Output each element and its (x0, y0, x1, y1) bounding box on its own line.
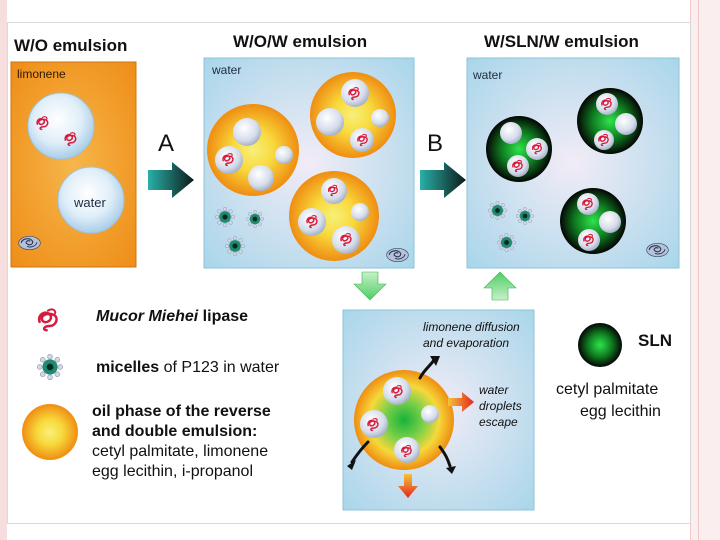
oil-phase-legend-line1: oil phase of the reverse (92, 403, 271, 420)
micelles-legend-label: micelles of P123 in water (96, 359, 279, 377)
lipase-name-italic: Mucor Miehei (96, 308, 199, 325)
oil-phase-legend-line4: egg lecithin, i-propanol (92, 463, 253, 480)
micelle-icon (225, 236, 245, 256)
water-escape-label-line2: droplets (479, 399, 522, 413)
stirrer-icon (18, 235, 41, 251)
micelles-name-strong: micelles (96, 359, 160, 376)
sln-legend-line1: cetyl palmitate (556, 381, 659, 398)
limonene-label: limonene (17, 67, 66, 81)
process-droplet (354, 370, 454, 470)
slide-right-border-line (698, 0, 699, 540)
wsln-panel-title: W/SLN/W emulsion (484, 32, 639, 51)
diffusion-label-line1: limonene diffusion (423, 320, 520, 334)
micelle-icon (246, 210, 264, 228)
oil-phase-legend-line3: cetyl palmitate, limonene (92, 443, 269, 460)
lipase-legend-label: Mucor Miehei lipase (96, 308, 248, 326)
stirrer-icon (646, 242, 669, 258)
wow-water-label: water (212, 63, 242, 77)
sln-legend-line2: egg lecithin (580, 403, 661, 420)
micelles-name-rest: of P123 in water (159, 359, 280, 376)
micelle-icon (488, 201, 507, 220)
arrow-icon (353, 271, 387, 301)
oil-phase-legend-line2: and double emulsion: (92, 423, 258, 440)
lipase-icon (37, 308, 58, 332)
oil-phase-legend-swatch (22, 404, 78, 460)
step-b-label: B (427, 130, 444, 157)
arrow-icon (448, 392, 474, 412)
step-a-label: A (158, 130, 175, 157)
sln-particle-3 (560, 188, 626, 254)
arrow-icon (398, 474, 418, 498)
water-droplet-label: water (74, 195, 106, 210)
slide-left-border (0, 0, 7, 540)
sln-legend-title: SLN (638, 331, 672, 350)
lipase-name-rest: lipase (198, 308, 249, 325)
sln-icon (578, 323, 622, 367)
arrow-icon (148, 162, 194, 198)
micelle-icon (516, 207, 534, 225)
wow-panel-title: W/O/W emulsion (233, 32, 368, 51)
wo-water-droplet-1 (27, 92, 95, 160)
micelle-icon (215, 207, 235, 227)
micelle-icon (37, 354, 63, 380)
sln-particle-2 (577, 88, 643, 154)
wo-panel-title: W/O emulsion (14, 36, 128, 55)
wo-water-droplet-2 (57, 166, 125, 234)
slide-right-border (690, 0, 720, 540)
arrow-icon (420, 162, 466, 198)
micelle-icon (497, 233, 516, 252)
water-escape-label-line1: water (479, 383, 509, 397)
wow-oil-droplet-2 (310, 72, 396, 158)
arrow-icon (483, 271, 517, 301)
diffusion-label-line2: and evaporation (423, 336, 510, 350)
water-escape-label-line3: escape (479, 415, 518, 429)
stirrer-icon (386, 247, 409, 263)
diffusion-arrows (350, 358, 452, 468)
wsln-water-label: water (473, 68, 503, 82)
